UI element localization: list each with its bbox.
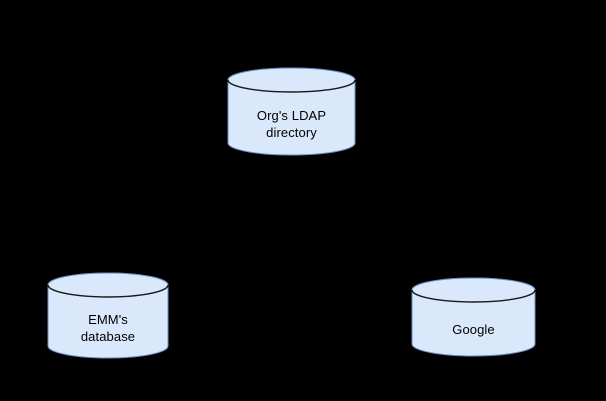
cylinder-shape-google-database <box>411 277 536 357</box>
cylinder-shape-orgs-ldap-directory <box>227 67 356 156</box>
node-google-database[interactable]: Google <box>411 277 536 357</box>
node-emm-database[interactable]: EMM's database <box>47 272 169 359</box>
cylinder-shape-emm-database <box>47 272 169 359</box>
node-orgs-ldap-directory[interactable]: Org's LDAP directory <box>227 67 356 156</box>
